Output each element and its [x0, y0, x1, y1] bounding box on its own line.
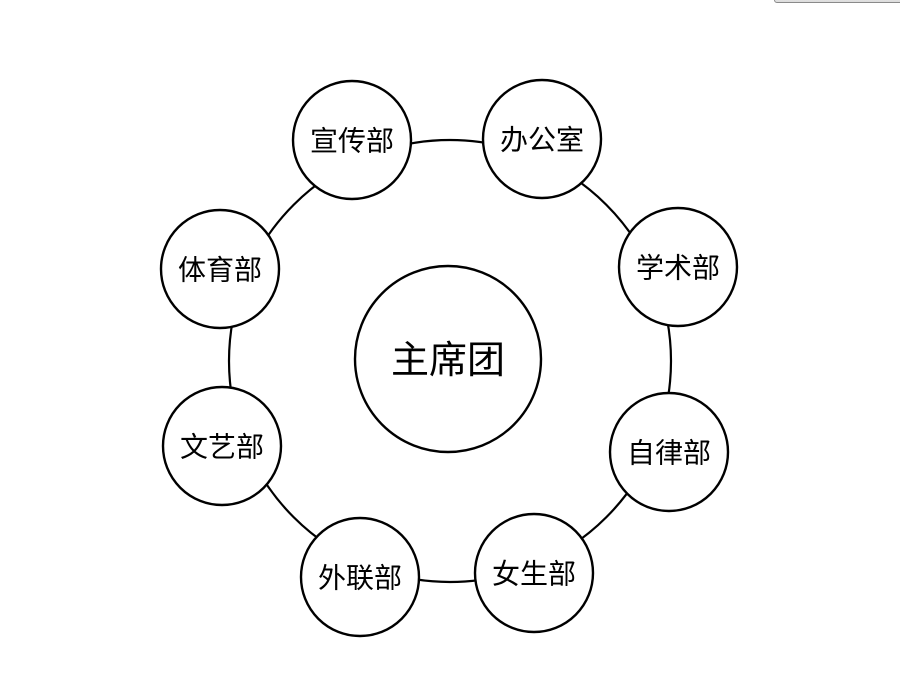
department-node-female: 女生部: [473, 512, 595, 634]
department-node-label: 外联部: [318, 562, 402, 595]
center-node-label: 主席团: [391, 338, 505, 382]
department-node-circle: [161, 385, 283, 507]
department-node-label: 体育部: [178, 254, 262, 287]
department-node-circle: [291, 79, 413, 201]
department-node-liaison: 外联部: [299, 516, 421, 638]
department-node-circle: [481, 78, 603, 200]
connection-ring: [227, 138, 673, 584]
department-node-label: 学术部: [636, 252, 720, 285]
department-node-circle: [299, 516, 421, 638]
window-corner-button[interactable]: [774, 0, 900, 3]
department-node-publicity: 宣传部: [291, 79, 413, 201]
center-node: 主席团: [353, 264, 543, 454]
department-node-office: 办公室: [481, 78, 603, 200]
department-node-label: 办公室: [500, 124, 584, 157]
department-node-sports: 体育部: [159, 208, 281, 330]
department-node-academic: 学术部: [617, 206, 739, 328]
department-node-circle: [608, 391, 730, 513]
department-node-label: 宣传部: [310, 125, 394, 158]
department-node-label: 女生部: [492, 558, 576, 591]
department-node-circle: [159, 208, 281, 330]
department-node-label: 文艺部: [180, 431, 264, 464]
department-node-arts: 文艺部: [161, 385, 283, 507]
department-node-label: 自律部: [627, 437, 711, 470]
center-node-circle: [353, 264, 543, 454]
department-node-discipline: 自律部: [608, 391, 730, 513]
department-node-circle: [473, 512, 595, 634]
department-node-circle: [617, 206, 739, 328]
